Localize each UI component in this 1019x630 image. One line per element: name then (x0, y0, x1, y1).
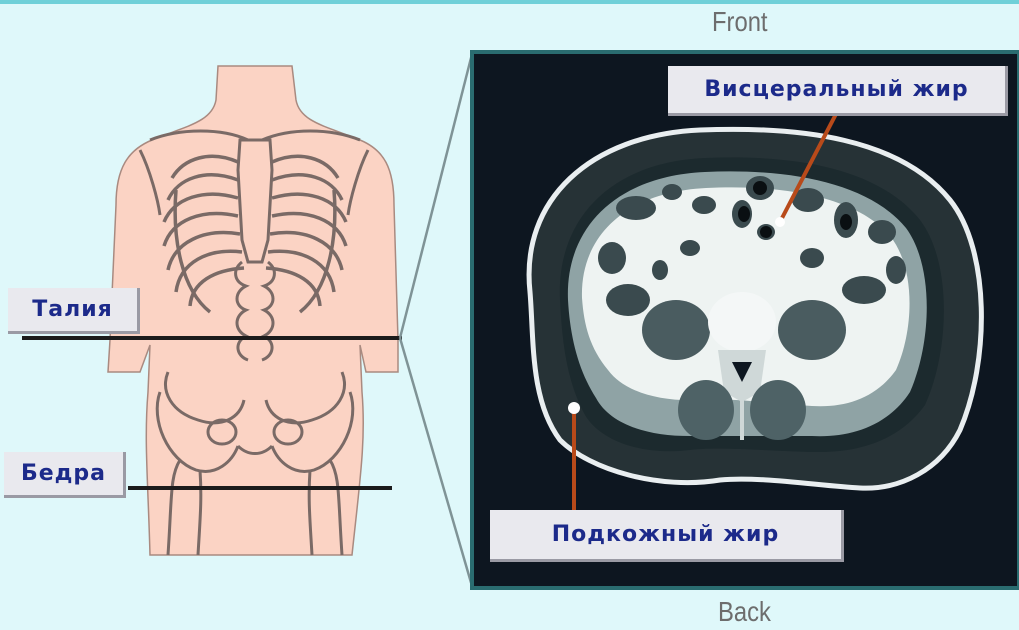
left-psoas (642, 300, 710, 360)
connector-line-top (400, 54, 472, 338)
paraspinal-left (678, 380, 734, 440)
hips-label: Бедра (4, 452, 126, 498)
paraspinal-right (750, 380, 806, 440)
ct-scan-image (472, 52, 1019, 588)
connector-line-bottom (400, 338, 472, 586)
subcutaneous-fat-label: Подкожный жир (490, 510, 844, 562)
front-label: Front (712, 6, 768, 38)
sternum (238, 140, 272, 262)
right-psoas (778, 300, 846, 360)
visceral-fat-label: Висцеральный жир (668, 66, 1008, 116)
waist-label: Талия (8, 288, 140, 334)
back-label: Back (718, 596, 771, 628)
vertebral-body (708, 292, 776, 352)
